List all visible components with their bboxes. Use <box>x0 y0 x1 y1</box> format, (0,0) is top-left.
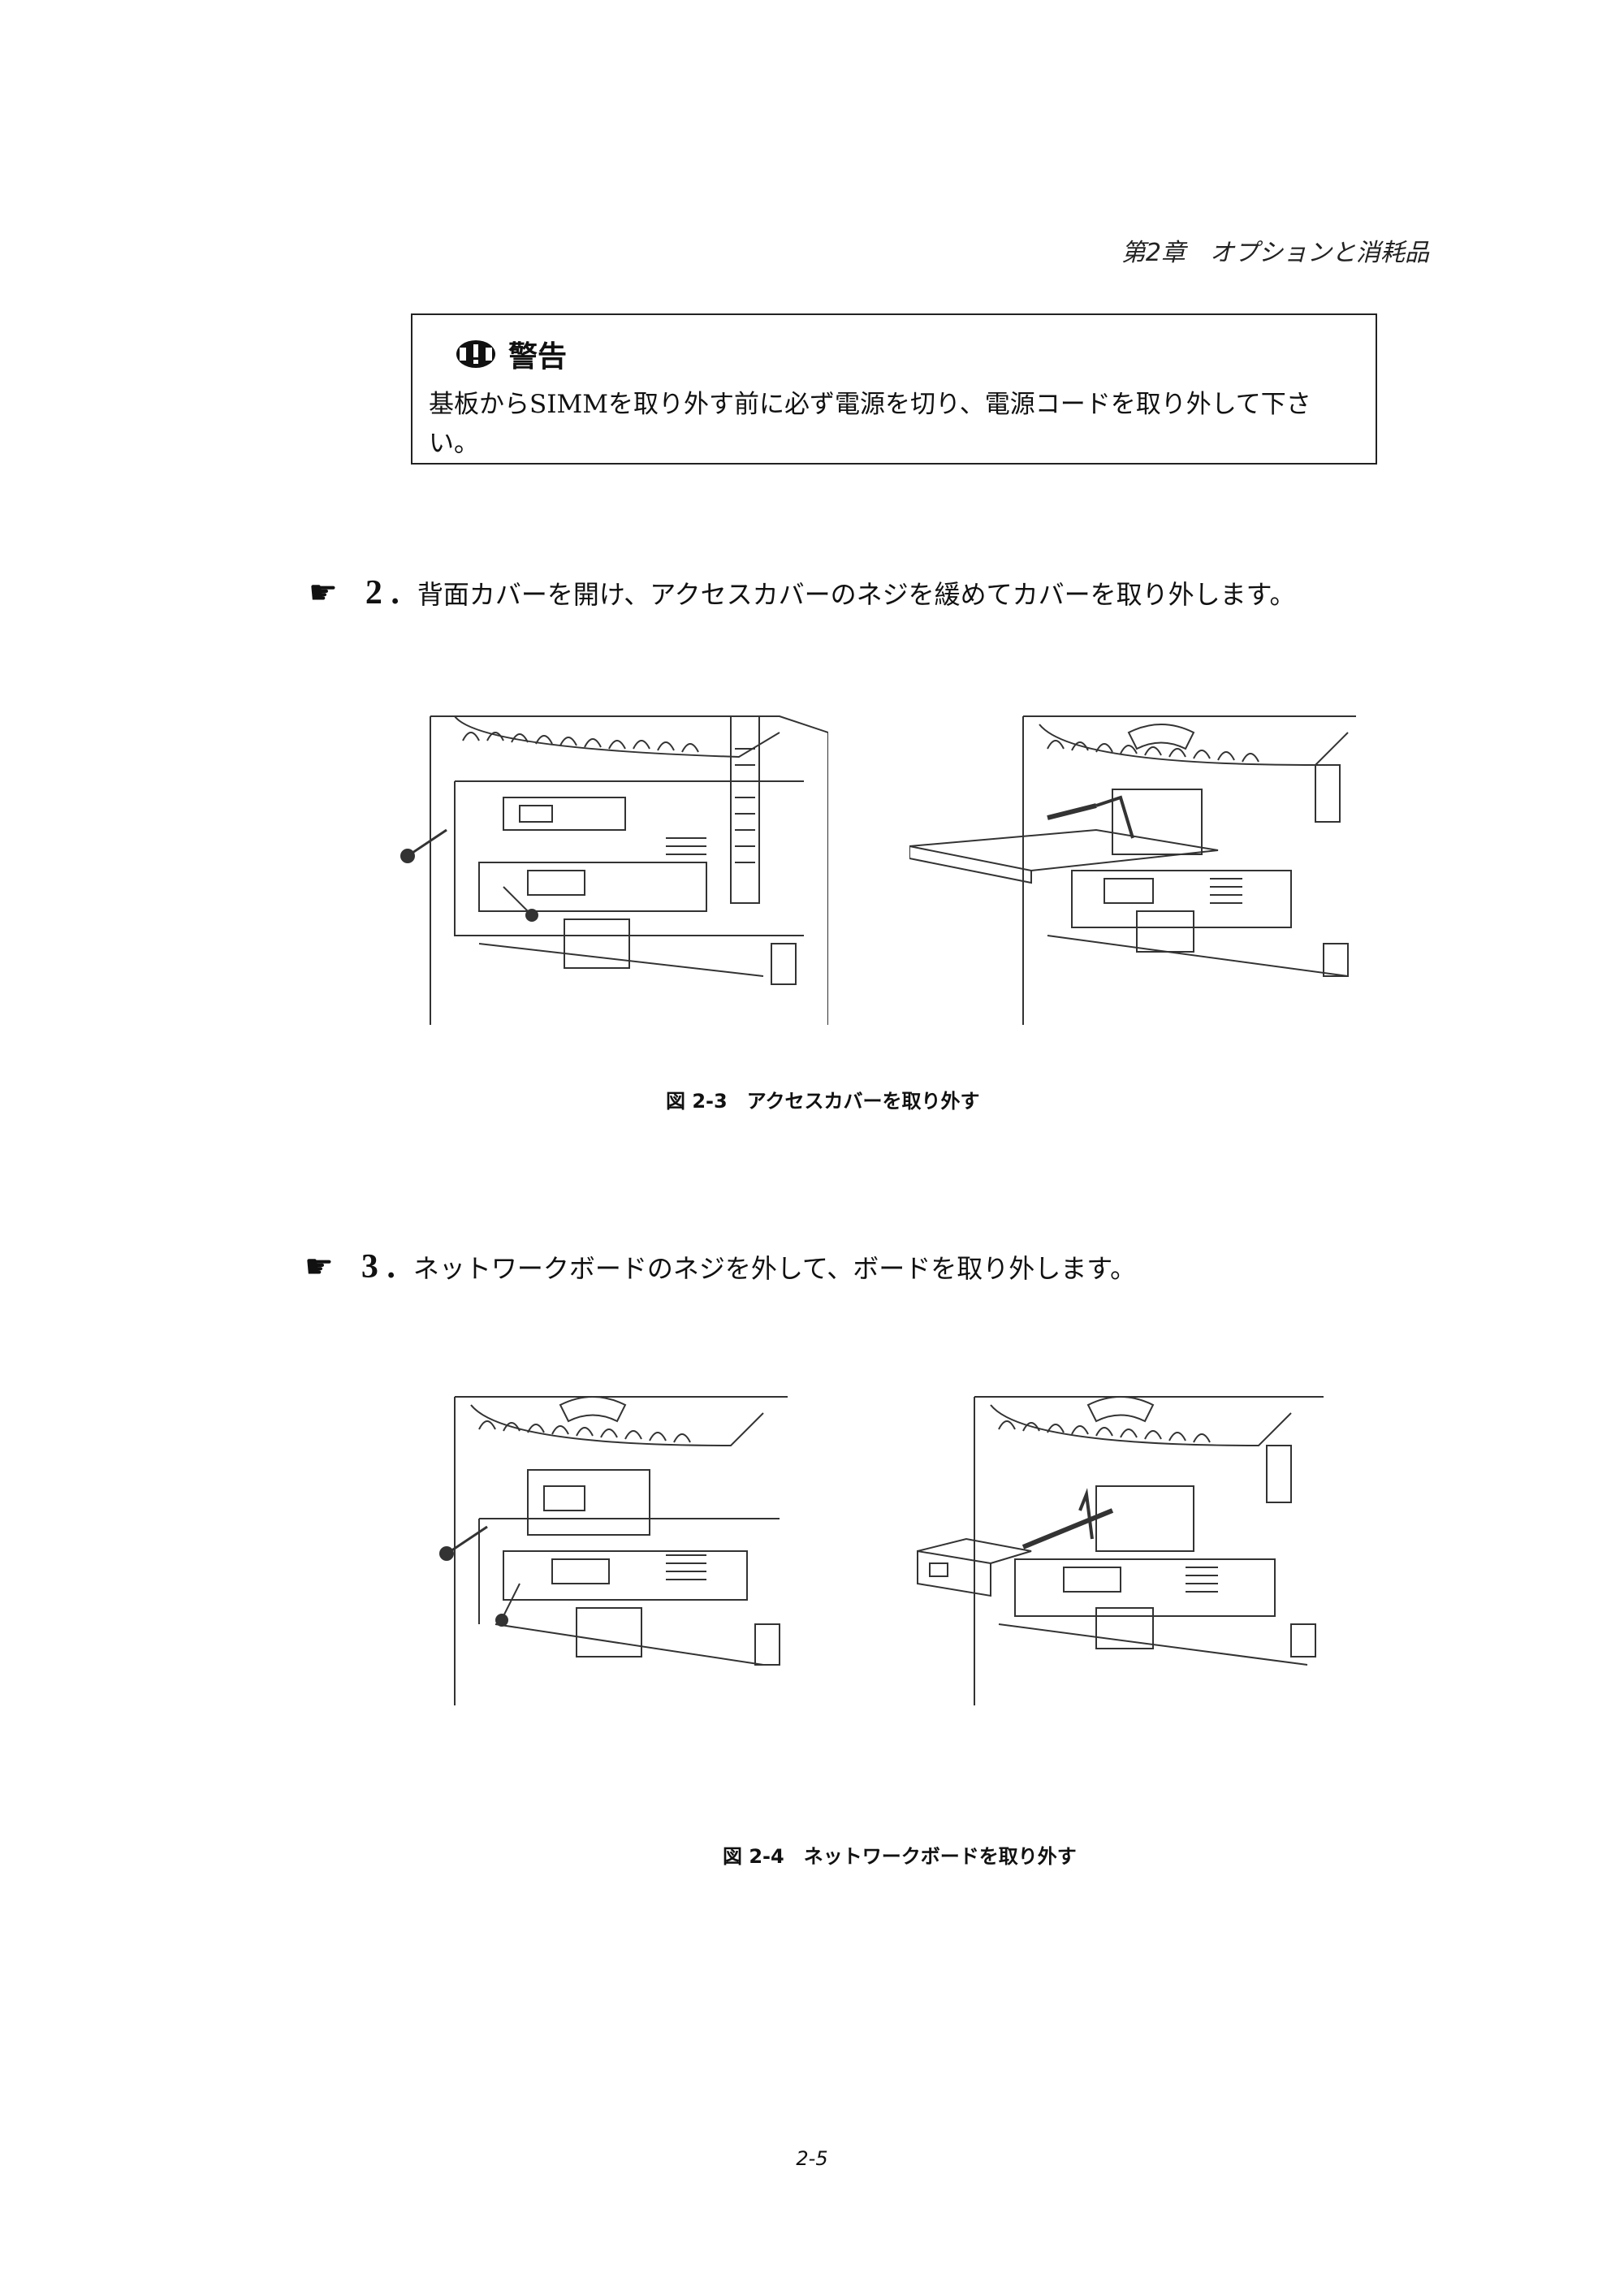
figure-2-4-caption: 図 2-4 ネットワークボードを取り外す <box>723 1845 1077 1868</box>
figure-2-4-right-illustration <box>901 1381 1324 1705</box>
step-number: 2 . <box>365 574 400 612</box>
step-text: ネットワークボードのネジを外して、ボードを取り外します。 <box>412 1253 1137 1284</box>
warning-box: 警告 基板からSIMMを取り外す前に必ず電源を切り、電源コードを取り外して下さい… <box>411 313 1377 465</box>
step-3: ☛ 3 . ネットワークボードのネジを外して、ボードを取り外します。 <box>304 1247 1136 1286</box>
figure-2-4-left-illustration <box>422 1381 788 1705</box>
figure-2-3-caption: 図 2-3 アクセスカバーを取り外す <box>666 1090 980 1113</box>
step-number: 3 . <box>361 1248 395 1286</box>
pointing-hand-icon: ☛ <box>304 1248 334 1286</box>
page-number: 2-5 <box>796 2147 828 2170</box>
figure-2-3-right-illustration <box>909 700 1356 1025</box>
pointing-hand-icon: ☛ <box>309 574 338 612</box>
warning-title: 警告 <box>508 340 568 374</box>
chapter-header: 第2章 オプションと消耗品 <box>1121 239 1429 267</box>
step-text: 背面カバーを開け、アクセスカバーのネジを緩めてカバーを取り外します。 <box>417 579 1296 610</box>
figure-2-3-left-illustration <box>398 700 828 1025</box>
warning-body: 基板からSIMMを取り外す前に必ず電源を切り、電源コードを取り外して下さい。 <box>429 390 1311 458</box>
warning-icon <box>456 340 495 368</box>
step-2: ☛ 2 . 背面カバーを開け、アクセスカバーのネジを緩めてカバーを取り外します。 <box>309 573 1295 612</box>
warning-title-row: 警告 <box>455 333 1359 375</box>
